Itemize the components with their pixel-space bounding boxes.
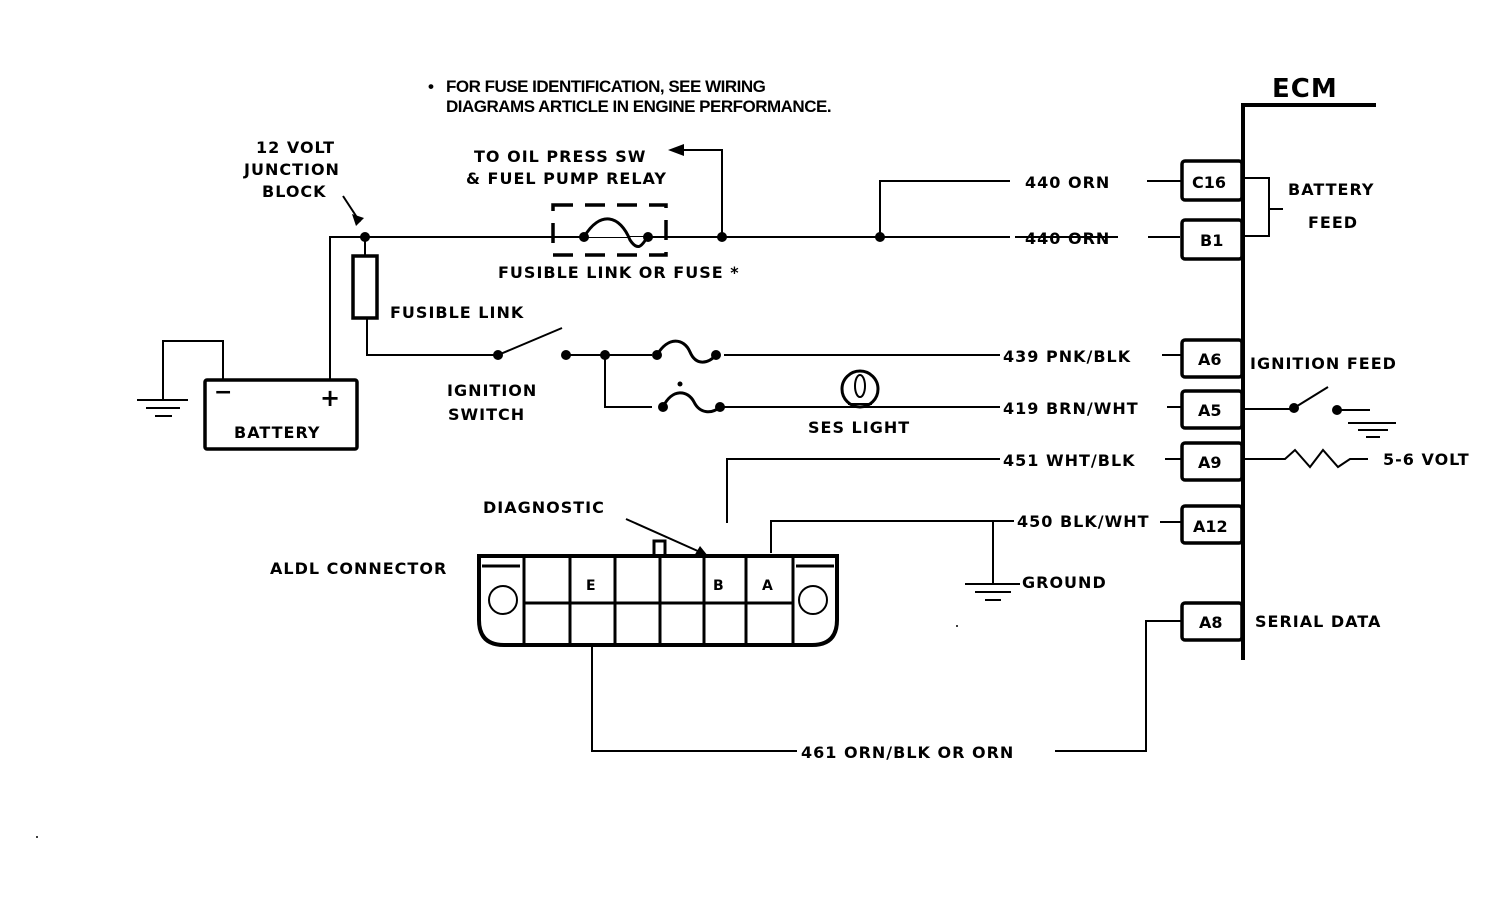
wire-label-c16: 440 ORN [1025,173,1110,192]
diagnostic-label: DIAGNOSTIC [483,498,605,517]
battery-feed-wire [329,236,1180,380]
a12-wire [770,520,1014,553]
five-volt-label: 5-6 VOLT [1383,450,1470,469]
ses-light-wire [604,355,1000,408]
mount-hole-right [798,585,828,615]
wire-label-b1: 440 ORN [1025,229,1110,248]
ecm-title: ECM [1272,74,1338,104]
ecm-pin-a5: A5 [1180,389,1244,430]
ignition-switch-wire [366,318,498,356]
battery-positive-terminal: + [320,384,340,412]
fusible-link-icon [351,254,379,320]
pin-label-b1: B1 [1200,231,1223,250]
aldl-connector-label: ALDL CONNECTOR [270,559,447,578]
note-bullet: • [428,77,434,96]
junction-block-line-2: JUNCTION [243,160,340,179]
oil-press-line-1: TO OIL PRESS SW [474,147,646,166]
fusible-link: FUSIBLE LINK [351,237,524,322]
oil-press-branch: TO OIL PRESS SW & FUEL PUMP RELAY [466,144,723,237]
terminal-a-label: A [762,578,773,594]
a8-wire-left [591,640,797,752]
junction-block-line-1: 12 VOLT [256,138,335,157]
ignition-switch: IGNITION SWITCH [366,318,571,424]
a9-wire [726,458,1000,523]
c16-branch-wire [879,180,1010,237]
fuse-a5-icon [661,391,721,414]
wire-label-a12: 450 BLK/WHT [1017,512,1150,531]
pin-label-c16: C16 [1192,173,1226,192]
pin-label-a9: A9 [1198,453,1222,472]
ecm-pin-a12: A12 [1180,504,1244,545]
battery-label: BATTERY [234,423,321,442]
wire-label-a5: 419 BRN/WHT [1003,399,1139,418]
ecm-pin-c16: C16 [1180,159,1244,202]
ecm-pin-a6: A6 [1180,338,1244,379]
fusible-link-or-fuse: FUSIBLE LINK OR FUSE * [498,203,740,282]
battery-feed-label-1: BATTERY [1288,180,1375,199]
battery-feed-label-2: FEED [1308,213,1358,232]
battery-negative-terminal: − [214,380,232,405]
wire-label-a6: 439 PNK/BLK [1003,347,1131,366]
serial-data-label: SERIAL DATA [1255,612,1381,631]
wire-label-a8: 461 ORN/BLK OR ORN [801,743,1014,762]
junction-block-label: 12 VOLT JUNCTION BLOCK [243,138,364,226]
fusible-link-or-fuse-label: FUSIBLE LINK OR FUSE * [498,263,740,282]
battery-feed-bracket [1245,177,1270,237]
ignition-switch-blade-icon [497,327,563,356]
oil-press-arrow-icon [668,144,684,156]
ground-label: GROUND [1022,573,1107,592]
switch-blade-icon [1293,386,1329,409]
aldl-connector: ALDL CONNECTOR DIAGNOSTIC E B A [270,498,839,647]
arrow-head-icon [694,546,708,556]
battery-icon [203,378,359,451]
oil-press-line-2: & FUEL PUMP RELAY [466,169,667,188]
note-line-2: DIAGRAMS ARTICLE IN ENGINE PERFORMANCE. [446,97,831,116]
junction-block-line-3: BLOCK [262,182,327,201]
ses-light: SES LIGHT [808,369,910,437]
pin-label-a5: A5 [1198,401,1222,420]
ignition-switch-label-1: IGNITION [447,381,537,400]
arrow-head-icon [352,214,364,226]
ecm-pin-b1: B1 [1180,218,1244,261]
a8-wire-right [1055,620,1182,752]
ecm-pin-a9: A9 [1180,441,1244,482]
battery-ground-wire [162,340,224,400]
pin-label-a6: A6 [1198,350,1222,369]
aldl-connector-body [477,554,839,647]
fuse-icon [582,217,650,248]
oil-press-wire [678,149,723,237]
terminal-e-label: E [586,578,596,594]
battery: − + BATTERY [137,340,359,451]
resistor-icon [1245,448,1368,469]
fuse-a6-icon [655,339,718,364]
fuse-identification-note: • FOR FUSE IDENTIFICATION, SEE WIRING DI… [428,77,832,116]
terminal-b-label: B [713,578,724,594]
ignition-switch-label-2: SWITCH [448,405,525,424]
pin-label-a12: A12 [1193,517,1228,536]
ignition-feed-label: IGNITION FEED [1250,354,1397,373]
ground-a12: GROUND [965,521,1107,601]
bulb-icon [840,369,880,409]
pin-label-a8: A8 [1199,613,1223,632]
ecm-pin-a8: A8 [1180,601,1244,642]
connector-key-tab [652,539,667,558]
fusible-link-label: FUSIBLE LINK [390,303,524,322]
diagnostic-pointer-arrow [625,518,701,553]
ses-light-label: SES LIGHT [808,418,910,437]
a5-ground-switch [1245,386,1396,438]
mount-hole-left [488,585,518,615]
note-line-1: FOR FUSE IDENTIFICATION, SEE WIRING [446,77,766,96]
wire-label-a9: 451 WHT/BLK [1003,451,1136,470]
